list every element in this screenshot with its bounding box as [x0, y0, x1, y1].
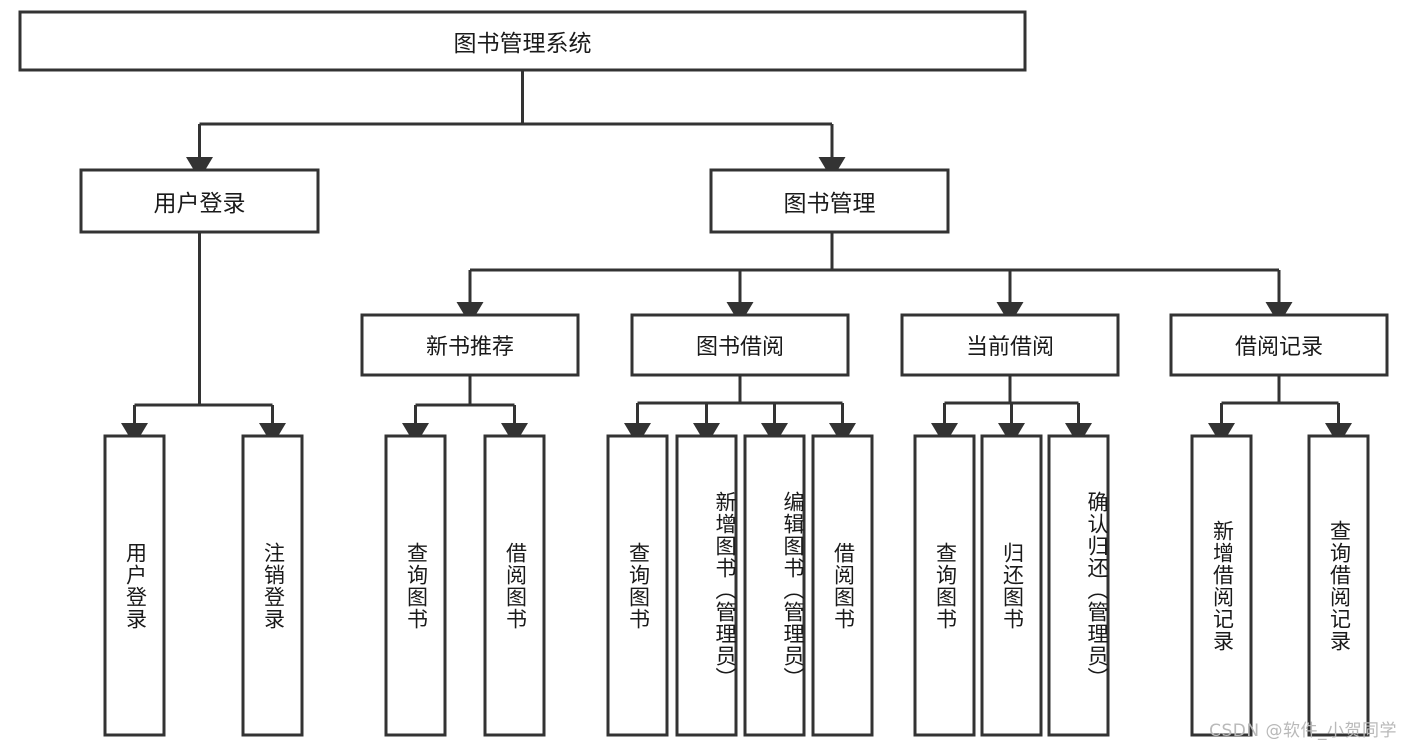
- leaf-box-query-book-borrow[interactable]: [606, 434, 669, 737]
- connector-group-user-login-to-leaves: [121, 232, 286, 446]
- node-box-root[interactable]: [18, 10, 1027, 72]
- connector-group-new-book-to-leaves: [402, 375, 528, 446]
- leaf-box-borrow-book[interactable]: [811, 434, 874, 737]
- leaf-box-borrow-book-new[interactable]: [483, 434, 546, 737]
- leaf-box-return-book[interactable]: [980, 434, 1043, 737]
- node-box-borrow-records[interactable]: [1169, 313, 1389, 377]
- leaf-box-user-login[interactable]: [103, 434, 166, 737]
- node-box-book-management[interactable]: [709, 168, 950, 234]
- node-box-user-login[interactable]: [79, 168, 320, 234]
- connector-group-records-to-leaves: [1208, 375, 1352, 446]
- connector-group-current-to-leaves: [931, 375, 1092, 446]
- node-box-book-borrow[interactable]: [630, 313, 850, 377]
- connector-group-book-mgmt-to-level3: [456, 232, 1293, 325]
- leaf-box-query-book-current[interactable]: [913, 434, 976, 737]
- leaf-box-logout[interactable]: [241, 434, 304, 737]
- leaf-box-edit-book-admin[interactable]: [743, 434, 806, 737]
- leaf-box-query-book-new[interactable]: [384, 434, 447, 737]
- connector-group-borrow-to-leaves: [624, 375, 856, 446]
- connector-group-root-to-level2: [186, 70, 846, 180]
- node-box-new-book-recommend[interactable]: [360, 313, 580, 377]
- leaf-box-confirm-return-admin[interactable]: [1047, 434, 1110, 737]
- leaf-box-query-borrow-record[interactable]: [1307, 434, 1370, 737]
- leaf-box-add-borrow-record[interactable]: [1190, 434, 1253, 737]
- leaf-box-add-book-admin[interactable]: [675, 434, 738, 737]
- node-box-current-borrow[interactable]: [900, 313, 1120, 377]
